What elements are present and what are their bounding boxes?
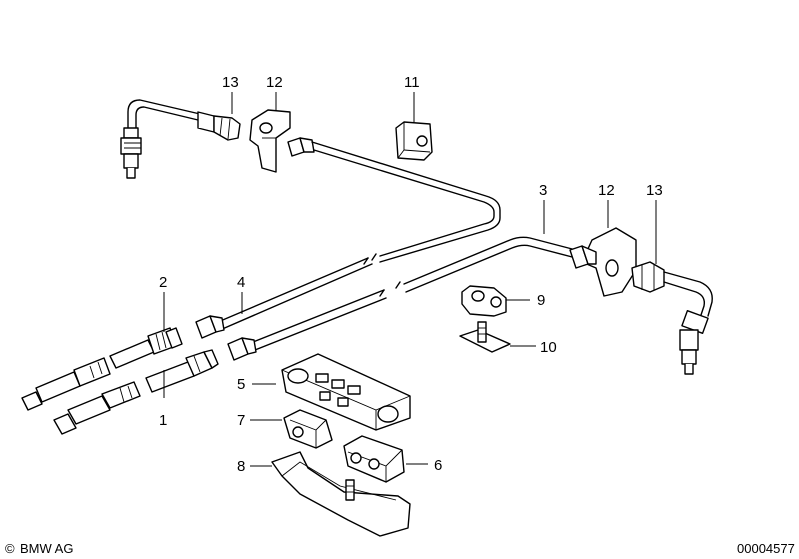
callout-8: 8	[237, 458, 245, 475]
callout-12-right: 12	[598, 182, 615, 199]
clip-11	[395, 121, 433, 161]
callout-11: 11	[404, 74, 420, 91]
callout-2: 2	[159, 274, 167, 291]
leader-lines	[163, 92, 657, 467]
callout-4: 4	[237, 274, 245, 291]
block-7	[283, 409, 333, 449]
bracket-8	[271, 451, 411, 537]
fitting-left	[287, 137, 315, 157]
fitting-line-3	[227, 337, 257, 361]
brand-label: BMW AG	[20, 541, 73, 556]
clamp-9	[461, 285, 507, 317]
union-nut-left	[197, 111, 241, 141]
holder-5	[281, 353, 411, 431]
clip-10	[459, 321, 511, 353]
brake-line-4	[217, 141, 501, 331]
sensor-left	[120, 99, 201, 179]
callout-5: 5	[237, 376, 245, 393]
hose-1	[53, 349, 219, 435]
block-6	[343, 435, 405, 483]
footer: © BMW AG 00004577	[5, 541, 795, 556]
callout-10: 10	[540, 339, 557, 356]
callout-9: 9	[537, 292, 545, 309]
callout-12-left: 12	[266, 74, 283, 91]
fitting-line-4	[195, 315, 225, 339]
callout-13-left: 13	[222, 74, 239, 91]
callout-6: 6	[434, 457, 442, 474]
sensor-right	[663, 271, 713, 375]
callout-labels: 13 12 11 3 12 13 2 4 9 10 5 1 7 6 8	[159, 74, 663, 475]
bracket-left	[249, 109, 291, 173]
callout-1: 1	[159, 412, 167, 429]
copyright-symbol: ©	[5, 541, 15, 556]
callout-3: 3	[539, 182, 547, 199]
hose-2	[21, 327, 183, 411]
part-number: 00004577	[737, 541, 795, 556]
union-nut-right	[631, 261, 665, 293]
callout-13-right: 13	[646, 182, 663, 199]
brake-line-3	[247, 236, 577, 353]
fitting-right	[569, 245, 597, 269]
callout-7: 7	[237, 412, 245, 429]
